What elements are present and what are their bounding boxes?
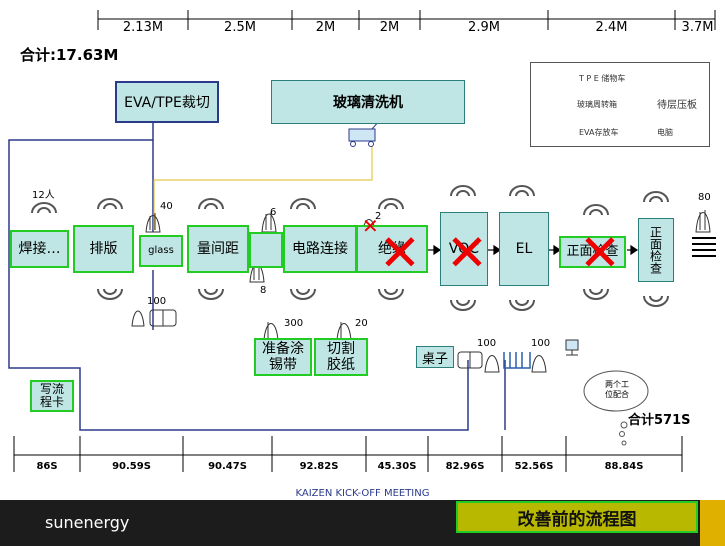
el-box[interactable]: EL [499,212,549,286]
time-label-2: 90.59S [112,461,151,472]
welding-label: 焊接… [18,241,61,257]
cut-film-label: 切割 胶纸 [327,341,355,373]
before-improvement-banner: 改善前的流程图 [456,501,698,533]
segment-label-3: 2M [315,20,336,35]
eva-cut-label: EVA/TPE裁切 [124,95,210,111]
cloud-note: 两个工 位配合 [605,380,629,399]
front-inspect-label: 正面检查 [648,226,663,274]
footer-accent [700,500,725,546]
legend-eva-cart: EVA存放车 [579,128,619,137]
front-inspect-box[interactable]: 正面检查 [638,218,674,282]
prep-tin-label: 准备涂 锡带 [262,341,304,373]
time-label-8: 88.84S [604,461,644,472]
stack-count-2: 2 [375,211,382,222]
legend-computer: 电脑 [657,128,673,137]
insulation-label: 绝缘 [378,241,406,257]
time-label-4: 92.82S [299,461,339,472]
legend-tpe-cart: T P E 储物车 [579,74,626,83]
stack-count-8: 8 [260,285,267,296]
legend: T P E 储物车 玻璃周转箱 待层压板 EVA存放车 电脑 [530,62,710,147]
layout-box[interactable]: 排版 [73,225,134,273]
stack-count-300: 300 [284,318,304,329]
voc-box[interactable]: VOC [440,212,488,286]
glass-wash-label: 玻璃清洗机 [333,95,403,111]
stack-count-6: 6 [270,207,277,218]
layout-label: 排版 [89,241,118,257]
front-check-box[interactable]: 正面检查 [559,236,626,268]
time-label-5: 45.30S [377,461,417,472]
voc-x-mark: ✕ [446,224,488,282]
time-label-7: 52.56S [514,461,554,472]
time-label-1: 86S [36,461,58,472]
banner-label: 改善前的流程图 [517,509,637,530]
stack-count-20: 20 [355,318,368,329]
circuit-label: 电路连接 [292,241,348,257]
glass-wash-box[interactable]: 玻璃清洗机 [271,80,465,124]
segment-label-7: 3.7M [681,20,714,35]
write-card-box[interactable]: 写流 程卡 [30,380,74,412]
workers-count: 12人 [32,190,55,201]
prep-tin-box[interactable]: 准备涂 锡带 [254,338,312,376]
circuit-box[interactable]: 电路连接 [283,225,357,273]
measure-box[interactable]: 量间距 [187,225,249,273]
connector-box [249,232,283,268]
total-cost: 合计:17.63M [20,46,119,64]
front-check-x-mark: ✕ [579,224,621,282]
write-card-label: 写流 程卡 [39,382,64,409]
glass-box[interactable]: glass [139,235,183,267]
segment-label-5: 2.9M [468,20,500,35]
segment-label-2: 2.5M [224,20,256,35]
voc-label: VOC [448,241,480,257]
time-label-3: 90.47S [208,461,247,472]
time-label-6: 82.96S [445,461,485,472]
stack-count-100c: 100 [531,338,551,349]
insulation-box[interactable]: 绝缘 [356,225,428,273]
segment-label-4: 2M [379,20,400,35]
brand-name: sunenergy [45,513,130,532]
el-label: EL [515,241,533,257]
welding-box[interactable]: 焊接… [10,230,69,268]
segment-label-1: 2.13M [122,20,164,35]
segment-label-6: 2.4M [595,20,628,35]
stack-x-mark: ✕ [362,214,379,238]
eva-cut-box[interactable]: EVA/TPE裁切 [115,81,219,123]
desk-label: 桌子 [421,351,448,367]
desk-box[interactable]: 桌子 [416,346,454,368]
cut-film-box[interactable]: 切割 胶纸 [314,338,368,376]
insulation-x-mark: ✕ [379,224,421,282]
front-check-label: 正面检查 [566,244,619,259]
meeting-title: KAIZEN KICK-OFF MEETING [295,488,430,499]
stack-count-80: 80 [698,192,711,203]
stack-count-100b: 100 [477,338,497,349]
measure-label: 量间距 [197,241,239,257]
glass-label: glass [148,245,174,256]
legend-pending-lam: 待层压板 [657,100,697,111]
legend-glass-cart: 玻璃周转箱 [577,100,617,109]
total-time: 合计571S [628,413,691,428]
stack-count-100a: 100 [147,296,167,307]
glass-stack-count: 40 [160,201,173,212]
